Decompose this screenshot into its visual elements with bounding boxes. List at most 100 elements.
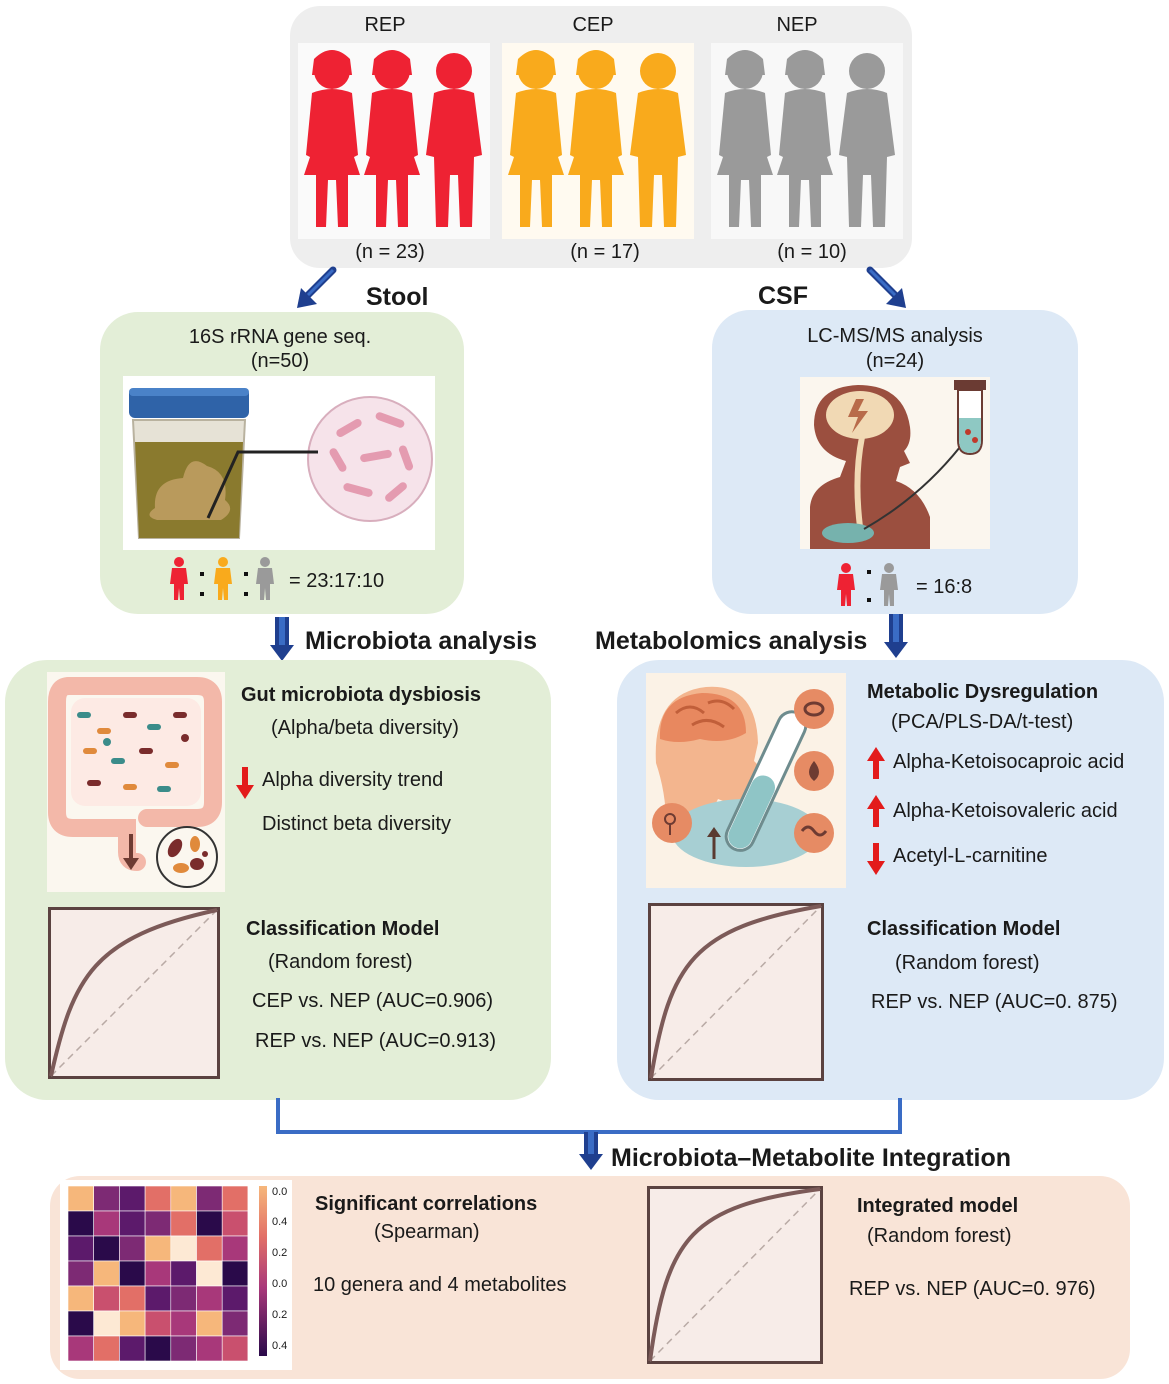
- nep-label: NEP: [776, 14, 818, 36]
- down-arrow-icon: [867, 843, 885, 875]
- integration-section-title: Microbiota–Metabolite Integration: [611, 1144, 1012, 1172]
- arrow-to-stool-icon: [297, 266, 337, 308]
- metabolomics-model-heading: Classification Model: [867, 918, 1061, 940]
- cep-count: (n = 17): [570, 241, 640, 263]
- heatmap-cell: [119, 1185, 146, 1212]
- csf-method: LC-MS/MS analysis: [807, 325, 983, 347]
- heatmap-cell: [67, 1235, 95, 1262]
- csf-branch-label: CSF: [758, 282, 808, 310]
- heatmap-cell: [221, 1185, 249, 1212]
- heatmap-cell: [93, 1185, 120, 1212]
- heatmap-cell: [221, 1310, 249, 1337]
- heatmap-cell: [67, 1260, 95, 1287]
- heatmap-cell: [170, 1235, 197, 1262]
- metabolomics-section-title: Metabolomics analysis: [595, 627, 868, 655]
- heatmap-cell: [119, 1235, 146, 1262]
- heatmap-cell: [119, 1210, 146, 1237]
- heatmap-cell: [93, 1260, 120, 1287]
- colorbar-tick-3: 0.2: [272, 1247, 288, 1259]
- heatmap-cell: [170, 1335, 197, 1362]
- up-arrow-icon: [867, 747, 885, 779]
- heatmap-cell: [93, 1210, 120, 1237]
- csf-ratio: = 16:8: [916, 576, 973, 598]
- stool-connector-icon: [206, 450, 318, 519]
- integration-method: (Spearman): [374, 1221, 480, 1243]
- microbiota-heading: Gut microbiota dysbiosis: [241, 684, 482, 706]
- heatmap-cell: [170, 1210, 197, 1237]
- brain-metabolism-icon: [652, 686, 834, 867]
- heatmap-cell: [170, 1260, 197, 1287]
- alpha-diversity-finding: Alpha diversity trend: [262, 769, 444, 791]
- heatmap-cell: [196, 1235, 223, 1262]
- heatmap-cell: [119, 1335, 146, 1362]
- roc-curve-icon: [647, 1186, 823, 1364]
- heatmap-cell: [144, 1235, 172, 1262]
- heatmap-cell: [119, 1260, 146, 1287]
- heatmap-cell: [93, 1335, 120, 1362]
- integrated-model-heading: Integrated model: [857, 1195, 1019, 1217]
- nep-people-icon: [717, 50, 895, 227]
- stool-ratio-icons: [170, 557, 274, 600]
- heatmap-cell: [144, 1285, 172, 1312]
- metabolomics-model-method: (Random forest): [895, 952, 1040, 974]
- heatmap-cell: [119, 1285, 146, 1312]
- heatmap-cell: [221, 1260, 249, 1287]
- colorbar-tick-1: 0.0: [272, 1186, 288, 1198]
- colorbar-tick-4: 0.0: [272, 1278, 288, 1290]
- heatmap-cell: [170, 1310, 197, 1337]
- stool-method: 16S rRNA gene seq.: [188, 326, 372, 348]
- integrated-model-method: (Random forest): [867, 1225, 1012, 1247]
- heatmap-cell: [221, 1285, 249, 1312]
- csf-n: (n=24): [865, 350, 925, 372]
- arrow-to-csf-icon: [866, 266, 906, 308]
- integrated-rep-vs-nep-result: REP vs. NEP (AUC=0. 976): [849, 1278, 1096, 1300]
- metabolomics-rep-vs-nep-result: REP vs. NEP (AUC=0. 875): [871, 991, 1118, 1013]
- heatmap-cell: [67, 1185, 95, 1212]
- arrow-down-metabolomics-icon: [884, 614, 908, 658]
- heatmap-cell: [170, 1285, 197, 1312]
- arrow-down-microbiota-icon: [270, 617, 294, 661]
- heatmap-cell: [144, 1335, 172, 1362]
- heatmap-icon: [60, 1180, 292, 1370]
- heatmap-cell: [196, 1210, 223, 1237]
- stool-n: (n=50): [250, 350, 310, 372]
- heatmap-cell: [67, 1335, 95, 1362]
- colorbar-tick-5: 0.2: [272, 1309, 288, 1321]
- heatmap-cell: [67, 1310, 95, 1337]
- heatmap-cell: [93, 1310, 120, 1337]
- colorbar-tick-6: 0.4: [272, 1340, 288, 1352]
- roc-curve-icon: [648, 903, 824, 1081]
- bacteria-icon: [307, 396, 433, 522]
- heatmap-cell: [196, 1260, 223, 1287]
- up-arrow-icon: [867, 795, 885, 827]
- roc-curve-icon: [48, 907, 220, 1079]
- heatmap-cell: [93, 1285, 120, 1312]
- rep-people-icon: [304, 50, 482, 227]
- heatmap-cell: [93, 1235, 120, 1262]
- heatmap-cell: [144, 1310, 172, 1337]
- intestine-icon: [48, 677, 222, 888]
- heatmap-cell: [221, 1235, 249, 1262]
- beta-diversity-finding: Distinct beta diversity: [262, 813, 451, 835]
- heatmap-cell: [67, 1285, 95, 1312]
- acetyl-carnitine-finding: Acetyl-L-carnitine: [893, 845, 1048, 867]
- stool-sample-icon: [129, 388, 249, 539]
- integration-connector: [276, 1098, 902, 1170]
- stool-branch-label: Stool: [366, 283, 429, 311]
- heatmap-cell: [144, 1260, 172, 1287]
- child-brain-icon: [810, 385, 961, 549]
- heatmap-cell: [221, 1210, 249, 1237]
- down-arrow-icon: [236, 767, 254, 799]
- heatmap-cell: [196, 1335, 223, 1362]
- rep-label: REP: [364, 14, 406, 36]
- heatmap-cell: [144, 1210, 172, 1237]
- metabolomics-subheading: (PCA/PLS-DA/t-test): [891, 711, 1074, 733]
- integration-finding: 10 genera and 4 metabolites: [313, 1274, 567, 1296]
- csf-ratio-icons: [837, 563, 898, 606]
- rep-vs-nep-result: REP vs. NEP (AUC=0.913): [255, 1030, 497, 1052]
- microbiota-model-heading: Classification Model: [246, 918, 440, 940]
- ketoisocaproic-finding: Alpha-Ketoisocaproic acid: [893, 751, 1125, 773]
- integration-heading: Significant correlations: [315, 1193, 538, 1215]
- microbiota-subheading: (Alpha/beta diversity): [271, 717, 459, 739]
- heatmap-cell: [119, 1310, 146, 1337]
